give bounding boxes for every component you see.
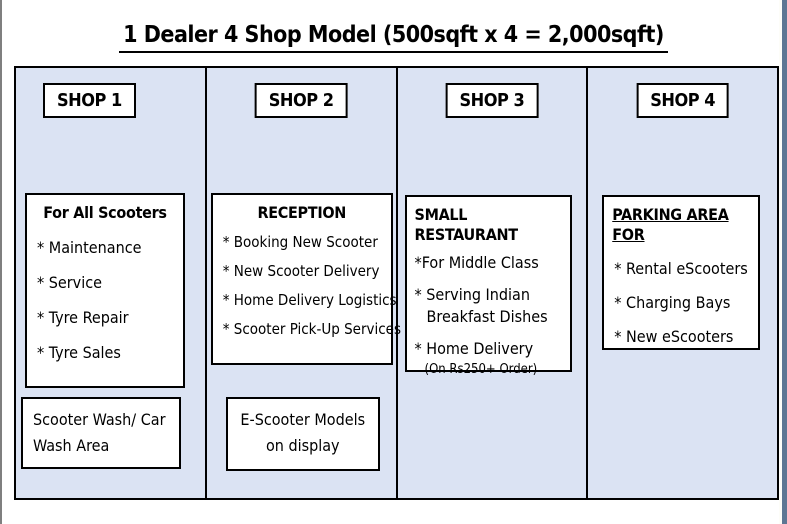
shop-3-item: * Home Delivery [414, 339, 534, 358]
shop-1-item: * Maintenance [37, 238, 142, 257]
shop-2-column: SHOP 2 RECEPTION * Booking New Scooter *… [207, 68, 402, 498]
shop-1-item: * Tyre Repair [37, 308, 129, 327]
shop-4-item: * New eScooters [614, 327, 734, 346]
shops-panel: SHOP 1 For All Scooters * Maintenance * … [14, 66, 779, 500]
shop-2-bottom-line: E-Scooter Models [240, 410, 366, 429]
shop-1-box-heading: For All Scooters [43, 203, 167, 222]
diagram-title: 1 Dealer 4 Shop Model (500sqft x 4 = 2,0… [119, 22, 668, 53]
shop-1-bottom-line: Scooter Wash/ Car [33, 410, 166, 429]
shop-4-header: SHOP 4 [636, 83, 729, 118]
shop-2-item: * Booking New Scooter [222, 233, 378, 251]
page-right-gap [779, 0, 782, 524]
shop-4-column: SHOP 4 PARKING AREA FOR * Rental eScoote… [588, 68, 777, 498]
shop-1-content-box: For All Scooters * Maintenance * Service… [25, 193, 185, 388]
shop-1-item: * Tyre Sales [37, 343, 121, 362]
shop-3-box-heading: SMALL RESTAURANT [414, 205, 519, 244]
shop-4-content-box: PARKING AREA FOR * Rental eScooters * Ch… [602, 195, 761, 350]
title-area: 1 Dealer 4 Shop Model (500sqft x 4 = 2,0… [0, 22, 787, 53]
page-right-border [782, 0, 787, 524]
page-left-border [0, 0, 2, 524]
shop-3-item-note: (On Rs250+ Order) [424, 362, 538, 377]
shop-4-item: * Charging Bays [614, 293, 731, 312]
shop-2-content-box: RECEPTION * Booking New Scooter * New Sc… [210, 193, 402, 365]
shop-4-box-heading: PARKING AREA FOR [612, 205, 729, 244]
shop-2-box-heading: RECEPTION [257, 203, 347, 222]
shop-3-item: * Serving Indian [414, 285, 530, 304]
shop-3-item-continuation: Breakfast Dishes [426, 307, 548, 326]
shop-2-item: * Scooter Pick-Up Services [222, 320, 402, 338]
shop-1-header: SHOP 1 [43, 83, 136, 118]
shop-4-label: SHOP 4 [650, 90, 715, 111]
shop-1-label: SHOP 1 [57, 90, 122, 111]
shop-1-bottom-line: Wash Area [33, 436, 110, 455]
shop-2-item: * New Scooter Delivery [222, 262, 380, 280]
shop-2-header: SHOP 2 [254, 83, 348, 118]
shop-3-label: SHOP 3 [459, 90, 525, 111]
shop-2-bottom-line: on display [265, 436, 340, 455]
shop-2-label: SHOP 2 [268, 90, 334, 111]
shop-4-item: * Rental eScooters [614, 259, 748, 278]
shop-3-header: SHOP 3 [445, 83, 539, 118]
shop-2-bottom-box: E-Scooter Models on display [225, 397, 380, 471]
shop-1-column: SHOP 1 For All Scooters * Maintenance * … [16, 68, 207, 498]
shop-1-item: * Service [37, 273, 102, 292]
shop-3-column: SHOP 3 SMALL RESTAURANT *For Middle Clas… [398, 68, 589, 498]
shop-3-content-box: SMALL RESTAURANT *For Middle Class * Ser… [404, 195, 572, 377]
shop-3-item: *For Middle Class [414, 253, 539, 272]
shop-2-item: * Home Delivery Logistics [222, 291, 397, 309]
shop-1-bottom-box: Scooter Wash/ Car Wash Area [21, 397, 181, 469]
